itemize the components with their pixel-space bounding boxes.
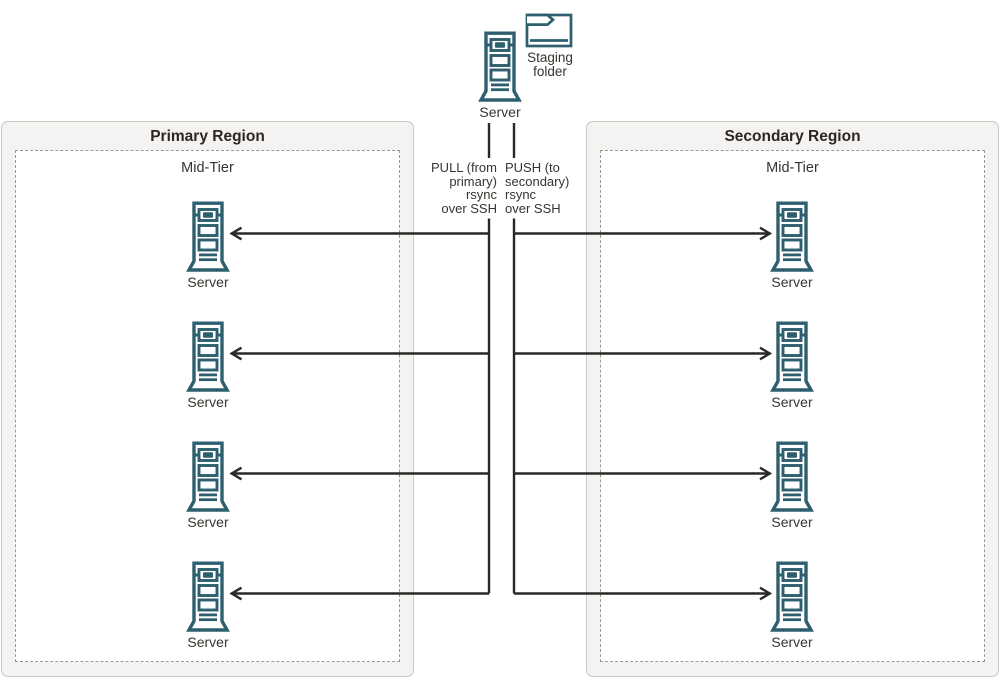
pull-label-line: over SSH [441,200,497,216]
server-icon [770,321,814,393]
primary-server-node-1: Server [176,201,240,290]
staging-folder-label-line: Staging [527,50,573,65]
push-label-line: PUSH (to [505,160,560,175]
primary-server-node-4: Server [176,561,240,650]
staging-folder-label-line: folder [533,64,567,79]
pull-label-line: PULL (from [431,160,497,175]
server-label: Server [187,274,229,290]
primary-region-title: Primary Region [150,128,265,145]
server-label: Server [771,514,813,530]
server-icon [186,321,230,393]
pull-label-line: rsync [465,187,497,202]
server-label: Server [187,514,229,530]
push-label-line: rsync [505,187,537,202]
secondary-midtier-label: Mid-Tier [766,160,819,176]
push-label-line: over SSH [505,200,561,216]
primary-server-node-2: Server [176,321,240,410]
staging-folder-label: Staging folder [508,51,592,79]
server-label: Server [771,634,813,650]
secondary-region-title: Secondary Region [724,128,861,145]
server-label: Server [479,104,521,120]
secondary-server-node-1: Server [760,201,824,290]
secondary-server-node-3: Server [760,441,824,530]
pull-label-line: primary) [449,173,497,189]
server-icon [186,441,230,513]
pull-label: PULL (from primary) rsync over SSH [431,161,497,215]
server-label: Server [771,394,813,410]
primary-server-node-3: Server [176,441,240,530]
server-icon [478,31,522,103]
server-icon [770,201,814,273]
primary-midtier-label: Mid-Tier [181,160,234,176]
server-icon [186,201,230,273]
server-label: Server [187,394,229,410]
server-label: Server [187,634,229,650]
central-server-node: Server [468,31,532,120]
server-label: Server [771,274,813,290]
server-icon [186,561,230,633]
push-label-line: secondary) [505,173,570,189]
server-icon [770,441,814,513]
secondary-server-node-4: Server [760,561,824,650]
secondary-server-node-2: Server [760,321,824,410]
folder-icon [525,12,573,48]
staging-folder-node [525,12,573,48]
server-icon [770,561,814,633]
push-label: PUSH (to secondary) rsync over SSH [505,161,569,215]
